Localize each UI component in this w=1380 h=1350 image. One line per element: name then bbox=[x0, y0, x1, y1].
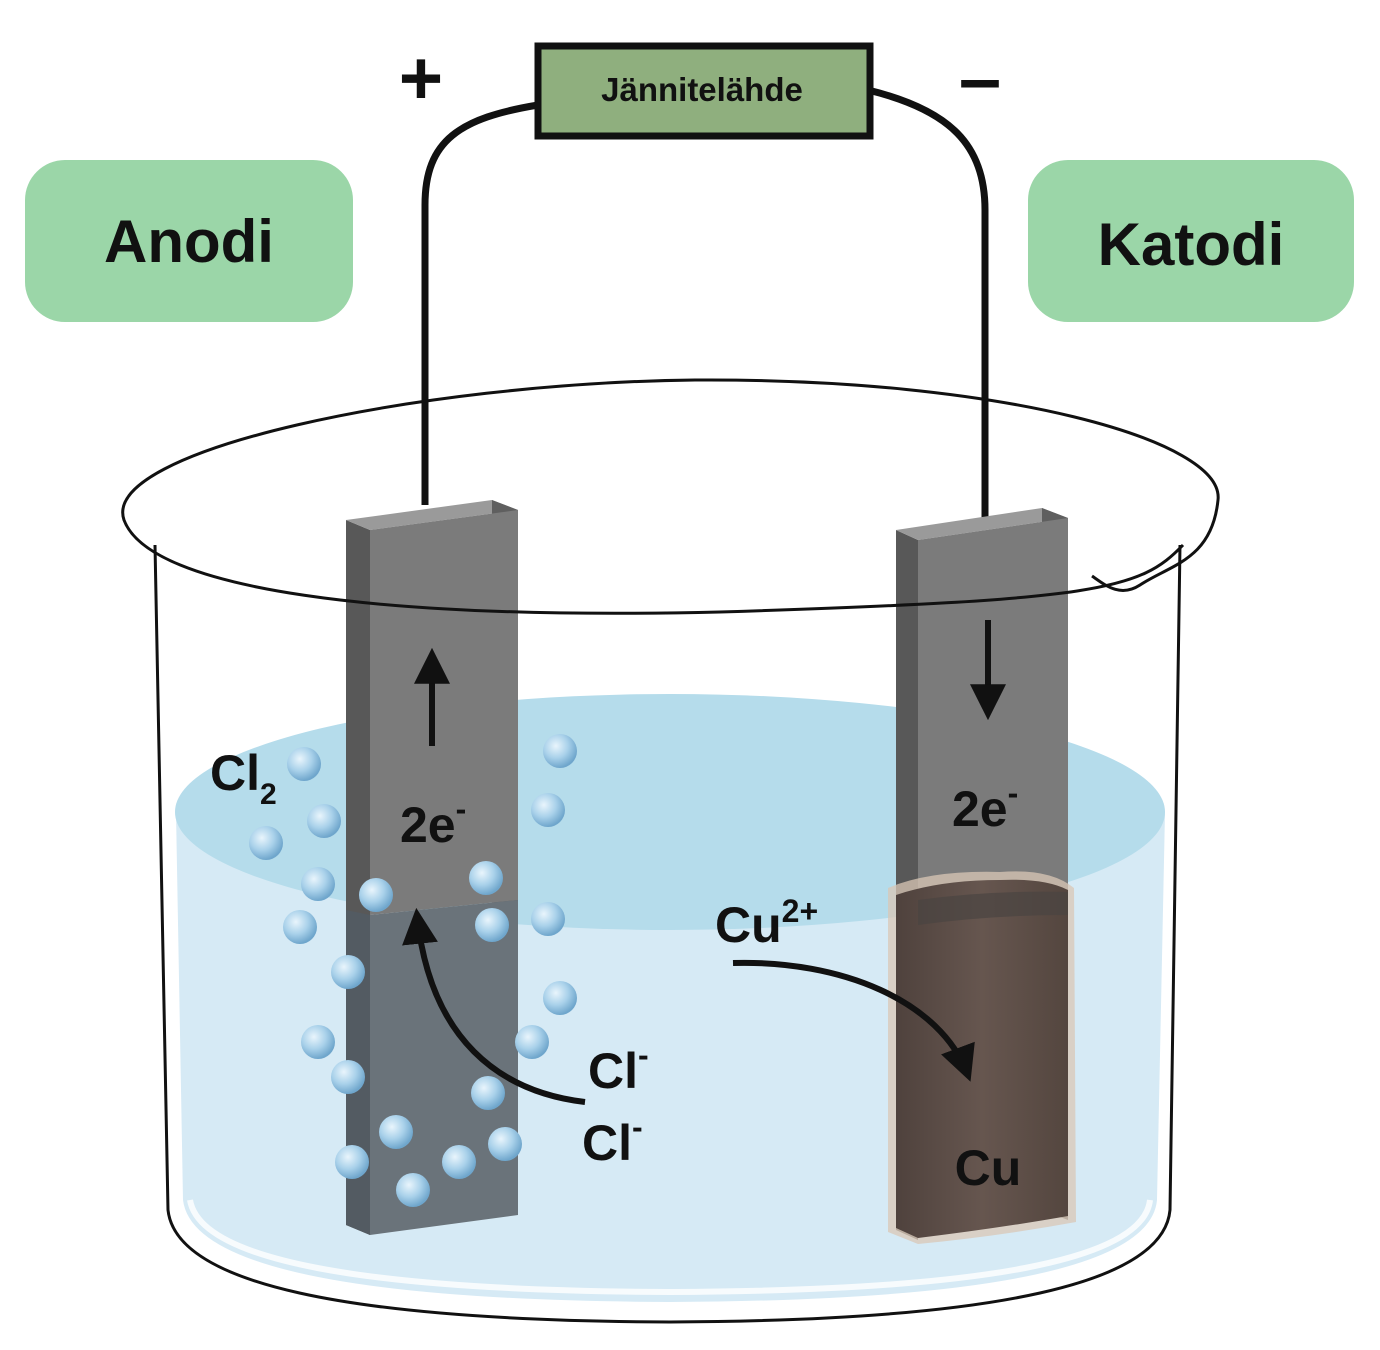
bubble bbox=[331, 1060, 365, 1094]
positive-sign: + bbox=[399, 36, 443, 121]
bubble bbox=[475, 908, 509, 942]
bubble bbox=[469, 861, 503, 895]
bubble bbox=[379, 1115, 413, 1149]
chloride-arrow bbox=[402, 907, 586, 1105]
anode-wire bbox=[421, 101, 539, 505]
bubble bbox=[543, 981, 577, 1015]
anode-label: Anodi bbox=[104, 208, 274, 275]
bubble bbox=[442, 1145, 476, 1179]
chlorine-bubbles bbox=[249, 734, 577, 1207]
bubble bbox=[396, 1173, 430, 1207]
bubble bbox=[331, 955, 365, 989]
negative-sign: – bbox=[959, 36, 1001, 121]
bubble bbox=[307, 804, 341, 838]
cathode-electrons-label: 2e- bbox=[952, 775, 1018, 837]
copper-ion-label: Cu2+ bbox=[715, 893, 818, 953]
bubble bbox=[488, 1127, 522, 1161]
cathode-wire bbox=[867, 86, 989, 518]
bubble bbox=[249, 826, 283, 860]
copper-deposit bbox=[888, 871, 1076, 1244]
bubble bbox=[301, 867, 335, 901]
beaker-rim bbox=[121, 378, 1220, 615]
anode-electrode bbox=[346, 500, 518, 1235]
bubble bbox=[515, 1025, 549, 1059]
cathode-label-box: Katodi bbox=[1028, 160, 1354, 322]
copper-metal-label: Cu bbox=[955, 1140, 1022, 1196]
bubble bbox=[531, 902, 565, 936]
bubble bbox=[287, 747, 321, 781]
bubble bbox=[283, 910, 317, 944]
bubble bbox=[531, 793, 565, 827]
bubble bbox=[335, 1145, 369, 1179]
bubble bbox=[359, 878, 393, 912]
bubble bbox=[543, 734, 577, 768]
bubble bbox=[301, 1025, 335, 1059]
anode-electrons-label: 2e- bbox=[400, 791, 466, 853]
chloride-ion-label-2: Cl- bbox=[582, 1109, 643, 1171]
cathode-label: Katodi bbox=[1098, 211, 1285, 278]
bubble bbox=[471, 1076, 505, 1110]
chlorine-gas-label: Cl2 bbox=[210, 745, 277, 811]
copper-ion-arrow bbox=[732, 959, 975, 1082]
power-source-label: Jännitelähde bbox=[601, 71, 803, 108]
chloride-ion-label-1: Cl- bbox=[588, 1037, 649, 1099]
power-source: Jännitelähde bbox=[534, 42, 874, 140]
anode-label-box: Anodi bbox=[25, 160, 353, 322]
